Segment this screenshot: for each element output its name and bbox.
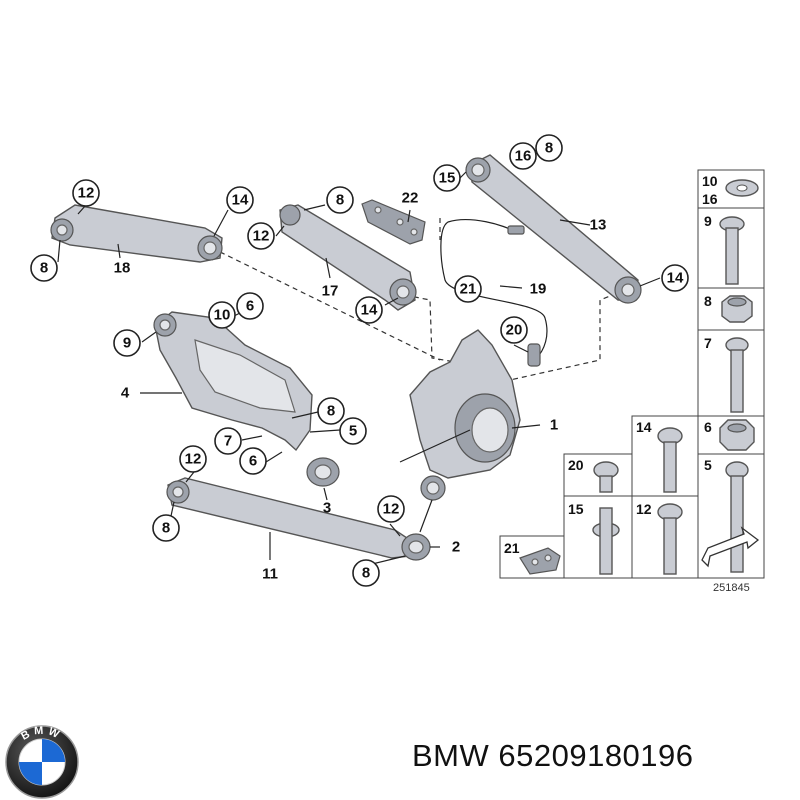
cell-label-6: 6 (704, 419, 712, 435)
callout-6a: 6 (236, 292, 264, 320)
callout-12a: 12 (72, 179, 100, 207)
cell-label-15: 15 (568, 501, 584, 517)
control-arm-11 (166, 477, 431, 561)
parts-table: 10 16 9 8 7 14 6 20 5 15 12 21 (499, 169, 765, 594)
bolt-9-drawing (719, 216, 745, 285)
svg-text:14: 14 (361, 302, 378, 319)
svg-text:8: 8 (162, 520, 170, 537)
svg-text:12: 12 (253, 228, 270, 245)
sensor-cable-19 (440, 219, 548, 367)
label-1: 1 (550, 417, 558, 434)
svg-text:15: 15 (439, 170, 456, 187)
callout-15: 15 (433, 164, 461, 192)
callout-10: 10 (208, 301, 236, 329)
bolt-12-drawing (657, 503, 683, 575)
callout-8f: 8 (352, 559, 380, 587)
clip-21-drawing (519, 547, 561, 575)
svg-text:5: 5 (349, 423, 357, 440)
cell-label-10: 10 (702, 173, 718, 189)
callout-16: 16 (509, 142, 537, 170)
callout-8c: 8 (535, 134, 563, 162)
label-18: 18 (114, 260, 131, 277)
label-2: 2 (452, 539, 460, 556)
svg-text:9: 9 (123, 335, 131, 352)
cell-label-16: 16 (702, 191, 718, 207)
nut-8-drawing (721, 295, 753, 323)
cell-label-14: 14 (636, 419, 652, 435)
callout-8a: 8 (30, 254, 58, 282)
label-11: 11 (262, 566, 278, 583)
control-arm-17 (279, 204, 417, 311)
svg-text:12: 12 (383, 501, 400, 518)
svg-text:8: 8 (545, 140, 553, 157)
callout-7: 7 (214, 427, 242, 455)
bushing-3 (306, 457, 340, 487)
callout-14b: 14 (355, 296, 383, 324)
callout-6b: 6 (239, 447, 267, 475)
svg-text:8: 8 (40, 260, 48, 277)
label-22: 22 (402, 190, 419, 207)
svg-text:6: 6 (246, 298, 254, 315)
svg-text:14: 14 (232, 192, 249, 209)
bolt-5-drawing (725, 461, 749, 573)
callout-20: 20 (500, 316, 528, 344)
cell-label-9: 9 (704, 213, 712, 229)
svg-text:16: 16 (515, 148, 532, 165)
svg-text:8: 8 (362, 565, 370, 582)
svg-text:14: 14 (667, 270, 684, 287)
reference-code: 251845 (713, 582, 750, 594)
bracket-22 (361, 199, 426, 245)
carrier-4 (153, 311, 313, 452)
callout-9: 9 (113, 329, 141, 357)
cell-label-12: 12 (636, 501, 652, 517)
label-4: 4 (121, 385, 130, 402)
washer-drawing (725, 179, 759, 197)
cell-label-8: 8 (704, 293, 712, 309)
label-19: 19 (530, 281, 547, 298)
wheel-carrier-1 (409, 329, 521, 501)
cell-label-21: 21 (504, 540, 520, 556)
svg-text:10: 10 (214, 307, 231, 324)
svg-text:20: 20 (506, 322, 523, 339)
svg-text:12: 12 (185, 451, 202, 468)
leader-lines (57, 171, 661, 566)
callout-8e: 8 (152, 514, 180, 542)
label-17: 17 (322, 283, 339, 300)
control-arm-13 (465, 154, 642, 304)
cell-label-7: 7 (704, 335, 712, 351)
nut-6-drawing (719, 419, 755, 451)
svg-text:8: 8 (327, 403, 335, 420)
svg-text:21: 21 (460, 281, 477, 298)
bolt-14-drawing (657, 427, 683, 493)
control-arm-18 (50, 204, 223, 263)
cell-label-20: 20 (568, 457, 584, 473)
part-number-caption: BMW 65209180196 (412, 738, 694, 773)
label-3: 3 (323, 500, 331, 517)
svg-text:8: 8 (336, 192, 344, 209)
callout-12d: 12 (377, 495, 405, 523)
callout-21: 21 (454, 275, 482, 303)
svg-text:6: 6 (249, 453, 257, 470)
label-13: 13 (590, 217, 607, 234)
arrow-icon (701, 526, 760, 568)
callout-12c: 12 (179, 445, 207, 473)
bmw-logo: BMW (5, 725, 79, 799)
callout-12b: 12 (247, 222, 275, 250)
bolt-7-drawing (725, 337, 749, 413)
callout-8b: 8 (326, 186, 354, 214)
bolt-20-drawing (593, 461, 619, 493)
callout-14a: 14 (226, 186, 254, 214)
callout-14c: 14 (661, 264, 689, 292)
callout-5: 5 (339, 417, 367, 445)
cell-label-5: 5 (704, 457, 712, 473)
svg-text:12: 12 (78, 185, 95, 202)
callout-8d: 8 (317, 397, 345, 425)
bolt-15-drawing (592, 507, 620, 575)
svg-text:7: 7 (224, 433, 232, 450)
